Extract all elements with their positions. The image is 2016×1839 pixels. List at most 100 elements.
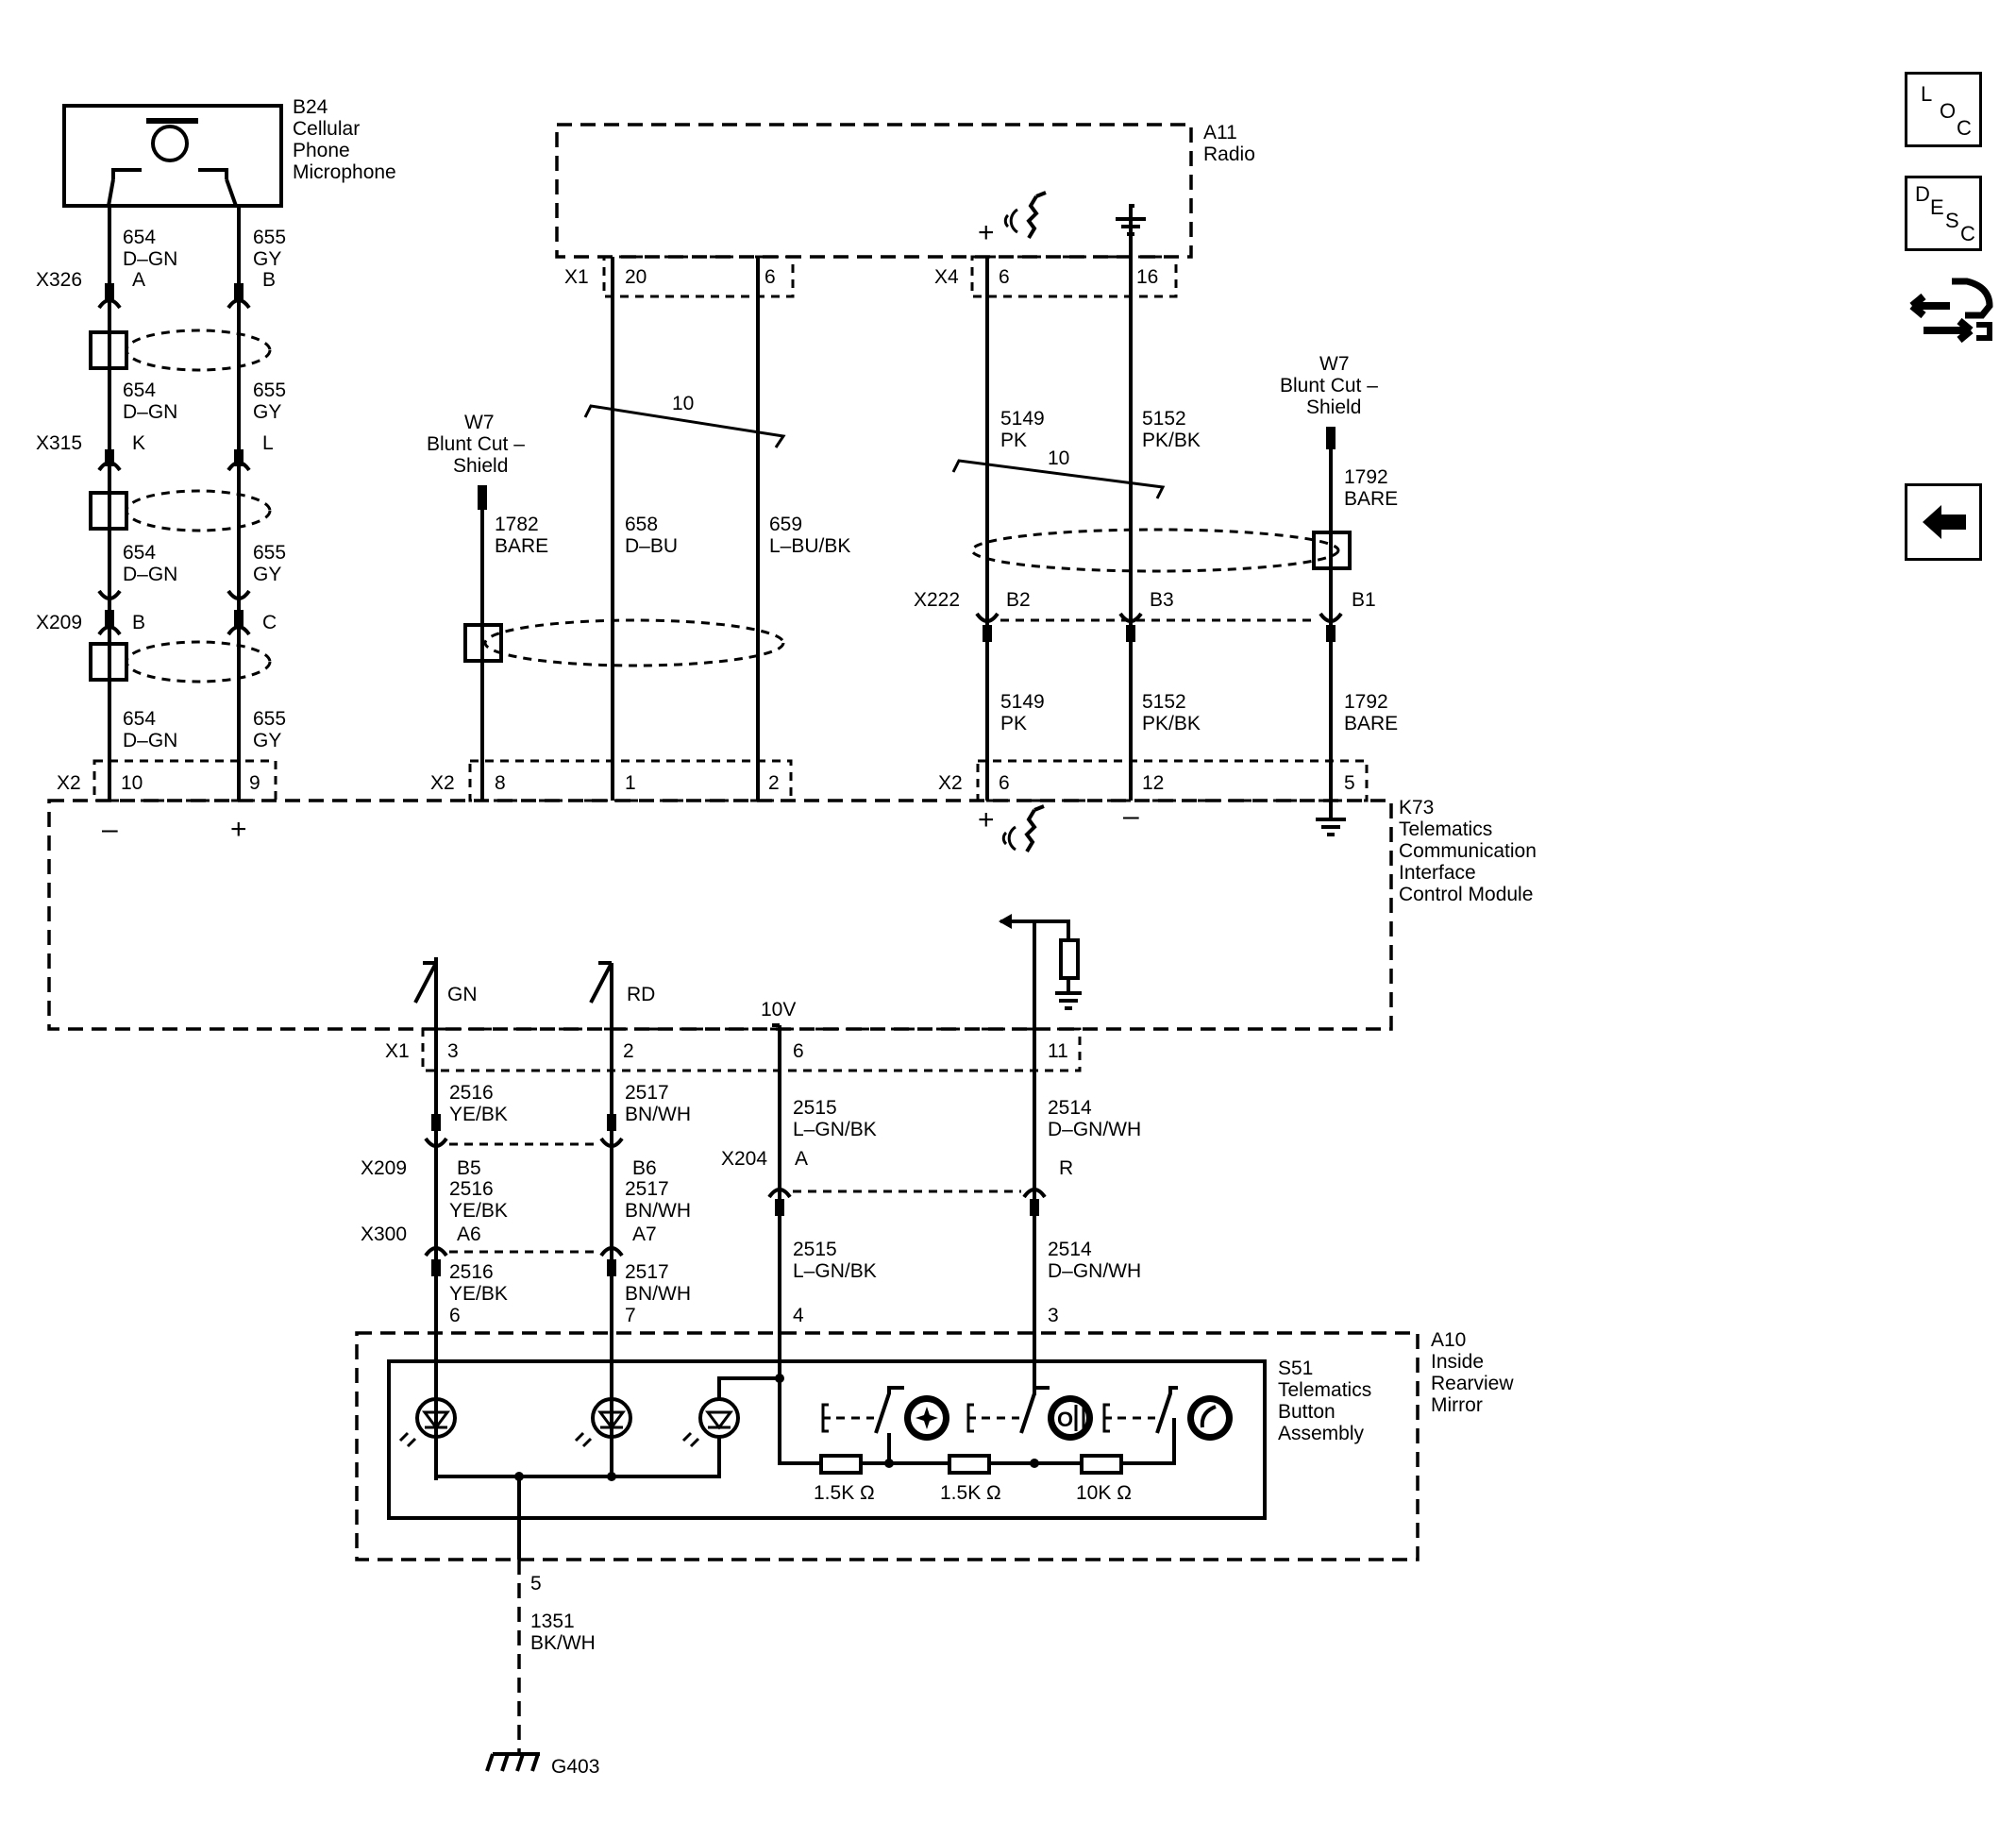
connector-label: X2 — [430, 772, 455, 794]
wire-label: 655 — [253, 380, 286, 401]
wire-label: PK/BK — [1142, 430, 1201, 451]
pin-label: 6 — [793, 1040, 804, 1062]
wire-654-color: D–GN — [123, 248, 177, 270]
connector-pin — [975, 612, 1000, 623]
connector-label: X2 — [57, 772, 81, 794]
loc-button[interactable]: L O C — [1905, 72, 1982, 147]
wire-label: 2517 — [625, 1261, 669, 1283]
wire-label: 5152 — [1142, 408, 1186, 430]
wire-label: BARE — [1344, 488, 1398, 510]
switch-icon — [966, 1386, 1050, 1434]
x1-bottom-connector — [421, 1027, 1082, 1072]
desc-letter: D — [1915, 182, 1930, 206]
switch-icon — [413, 957, 438, 1004]
s51-line2: Button — [1278, 1401, 1336, 1423]
led-icon — [681, 1397, 740, 1448]
speaker-icon: + — [978, 191, 1047, 248]
connector-pin — [227, 589, 251, 600]
onstar-glyph: O — [1057, 1408, 1073, 1431]
pin-label: 5 — [1344, 772, 1355, 794]
w7-left-line1: Blunt Cut – — [427, 433, 525, 455]
wire-label: 658 — [625, 514, 658, 535]
voltage-label: 10V — [761, 999, 796, 1021]
back-button[interactable] — [1905, 483, 1982, 561]
wire-label: D–BU — [625, 535, 678, 557]
shield-ellipse — [483, 618, 785, 667]
wire-label: 5152 — [1142, 691, 1186, 713]
wire-label: D–GN/WH — [1048, 1260, 1141, 1282]
ground-icon — [1055, 978, 1082, 1010]
x2-connector-right — [976, 759, 1369, 802]
wire-label: 654 — [123, 708, 156, 730]
wire-label: YE/BK — [449, 1104, 508, 1125]
pin-label: A — [132, 269, 145, 291]
k73-line4: Control Module — [1399, 884, 1533, 905]
s51-id: S51 — [1278, 1358, 1313, 1379]
a10-mirror-box — [355, 1331, 1420, 1561]
connector-x315: X315 — [36, 432, 82, 454]
resistor-label: 1.5K Ω — [940, 1482, 1001, 1504]
led-label-gn: GN — [447, 984, 478, 1005]
desc-button[interactable]: D E S C — [1905, 176, 1982, 251]
loc-letter: C — [1957, 116, 1972, 140]
k73-line1: Telematics — [1399, 818, 1492, 840]
desc-letter: S — [1945, 209, 1959, 232]
wire-label: L–GN/BK — [793, 1260, 877, 1282]
wire-label: BARE — [1344, 713, 1398, 734]
wire-label: 5149 — [1000, 691, 1045, 713]
pin-label: C — [262, 612, 277, 633]
shield-ellipse — [125, 329, 272, 372]
ground-icon — [1316, 801, 1346, 836]
loc-letter: O — [1940, 99, 1957, 123]
wire-label: PK/BK — [1142, 713, 1201, 734]
wire-label: BARE — [495, 535, 548, 557]
pin-label: B2 — [1006, 589, 1031, 611]
s51-line1: Telematics — [1278, 1379, 1371, 1401]
k73-module-box — [47, 799, 1393, 1031]
connector-x222: X222 — [914, 589, 960, 611]
wire-654-num: 654 — [123, 227, 156, 248]
k73-id: K73 — [1399, 797, 1434, 818]
pin-label: 4 — [793, 1305, 804, 1326]
wire-label: D–GN/WH — [1048, 1119, 1141, 1140]
hand-link-icon[interactable] — [1905, 268, 1995, 359]
a10-id: A10 — [1431, 1329, 1466, 1351]
wire-label: GY — [253, 401, 281, 423]
wire-label: 2515 — [793, 1239, 837, 1260]
pin-label: 1 — [625, 772, 636, 794]
b24-id: B24 — [293, 96, 328, 118]
connector-pin — [97, 589, 122, 600]
wire-655-color: GY — [253, 248, 281, 270]
polarity-plus: + — [978, 217, 995, 248]
wire-label: 2516 — [449, 1178, 494, 1200]
shield-ellipse — [970, 528, 1340, 573]
w7-right-id: W7 — [1319, 353, 1350, 375]
wire-label: D–GN — [123, 401, 177, 423]
wire-label: 2516 — [449, 1261, 494, 1283]
speaker-icon: + — [978, 804, 1045, 853]
connector-x209-bottom: X209 — [361, 1157, 407, 1179]
desc-letter: E — [1930, 195, 1944, 219]
connector-socket — [599, 1246, 624, 1257]
twist-count: 10 — [672, 393, 694, 414]
a10-line1: Inside — [1431, 1351, 1484, 1373]
b24-line2: Phone — [293, 140, 350, 161]
wire-label: L–BU/BK — [769, 535, 850, 557]
pin-label: 6 — [449, 1305, 461, 1326]
connector-label: X4 — [934, 266, 959, 288]
pin-label: L — [262, 432, 274, 454]
pin-label: 6 — [999, 772, 1010, 794]
connector-x300: X300 — [361, 1223, 407, 1245]
connector-pin — [1319, 612, 1343, 623]
wire-label: L–GN/BK — [793, 1119, 877, 1140]
wire-label: 1792 — [1344, 691, 1388, 713]
led-icon — [574, 1397, 632, 1448]
wire-label: 2514 — [1048, 1239, 1092, 1260]
wire-label: 2515 — [793, 1097, 837, 1119]
g403-label: G403 — [551, 1756, 599, 1778]
k73-line3: Interface — [1399, 862, 1476, 884]
wire-label: 1782 — [495, 514, 539, 535]
ground-icon — [485, 1752, 540, 1772]
wire-label: GY — [253, 730, 281, 751]
